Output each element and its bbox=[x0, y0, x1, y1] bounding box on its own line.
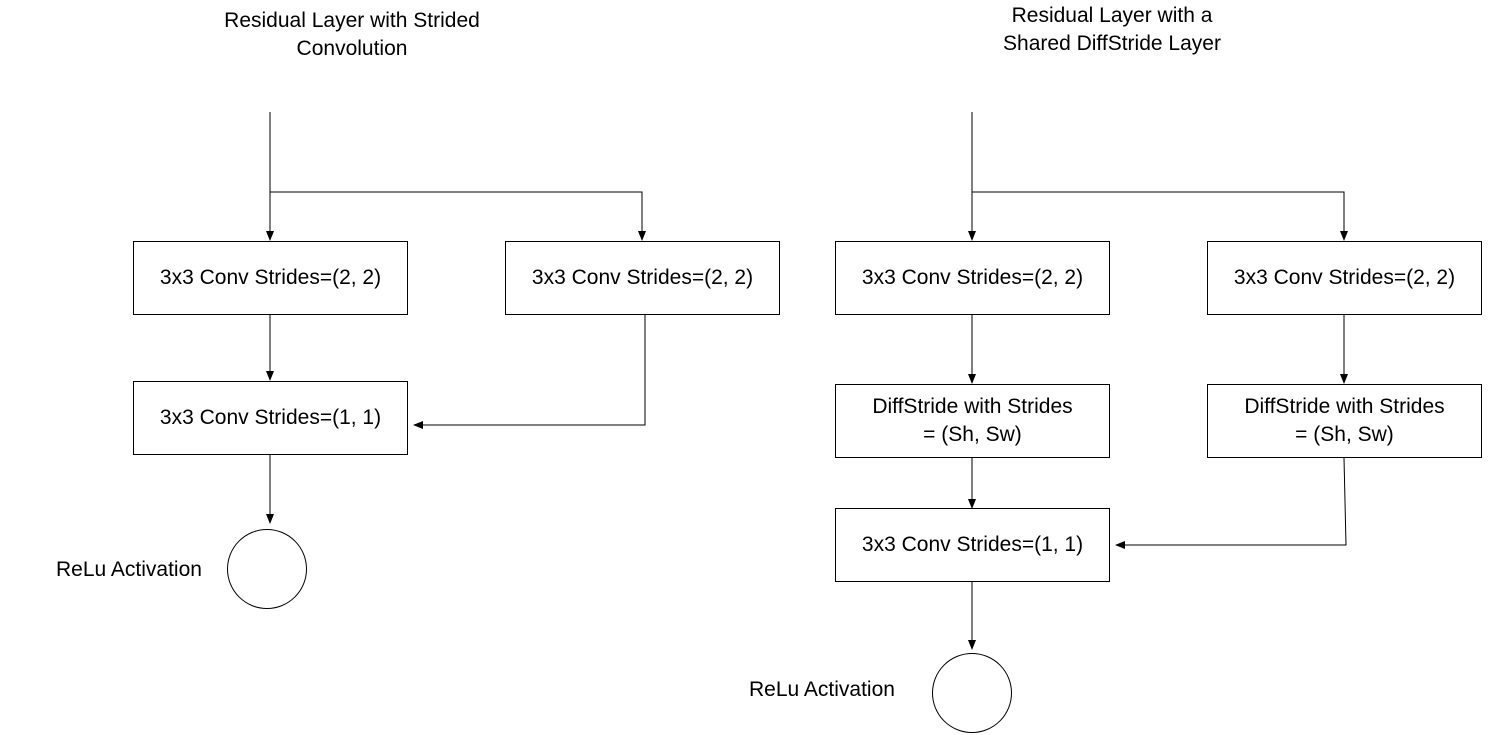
right-relu-activation-node bbox=[932, 653, 1012, 733]
right-branch-diffstride-to-merge-arrow bbox=[1115, 457, 1347, 549]
left-branch-to-merge-arrow bbox=[413, 315, 646, 429]
left-main-conv-box: 3x3 Conv Strides=(2, 2) bbox=[133, 241, 408, 315]
right-split-line bbox=[972, 191, 1348, 241]
right-diagram-title: Residual Layer with a Shared DiffStride … bbox=[1003, 4, 1221, 55]
right-branch-conv-box: 3x3 Conv Strides=(2, 2) bbox=[1207, 241, 1482, 315]
left-relu-activation-label: ReLu Activation bbox=[56, 558, 202, 581]
right-branch-diffstride-box: DiffStride with Strides = (Sh, Sw) bbox=[1207, 384, 1482, 458]
left-split-line bbox=[270, 191, 646, 241]
right-merge-conv-box: 3x3 Conv Strides=(1, 1) bbox=[835, 508, 1110, 582]
left-diagram-title: Residual Layer with Strided Convolution bbox=[224, 9, 480, 60]
right-main-diffstride-box: DiffStride with Strides = (Sh, Sw) bbox=[835, 384, 1110, 458]
left-branch-conv-box: 3x3 Conv Strides=(2, 2) bbox=[505, 241, 780, 315]
right-main-conv-box: 3x3 Conv Strides=(2, 2) bbox=[835, 241, 1110, 315]
right-relu-activation-label: ReLu Activation bbox=[749, 678, 895, 701]
left-merge-conv-box: 3x3 Conv Strides=(1, 1) bbox=[133, 381, 408, 455]
left-relu-activation-node bbox=[227, 529, 307, 609]
